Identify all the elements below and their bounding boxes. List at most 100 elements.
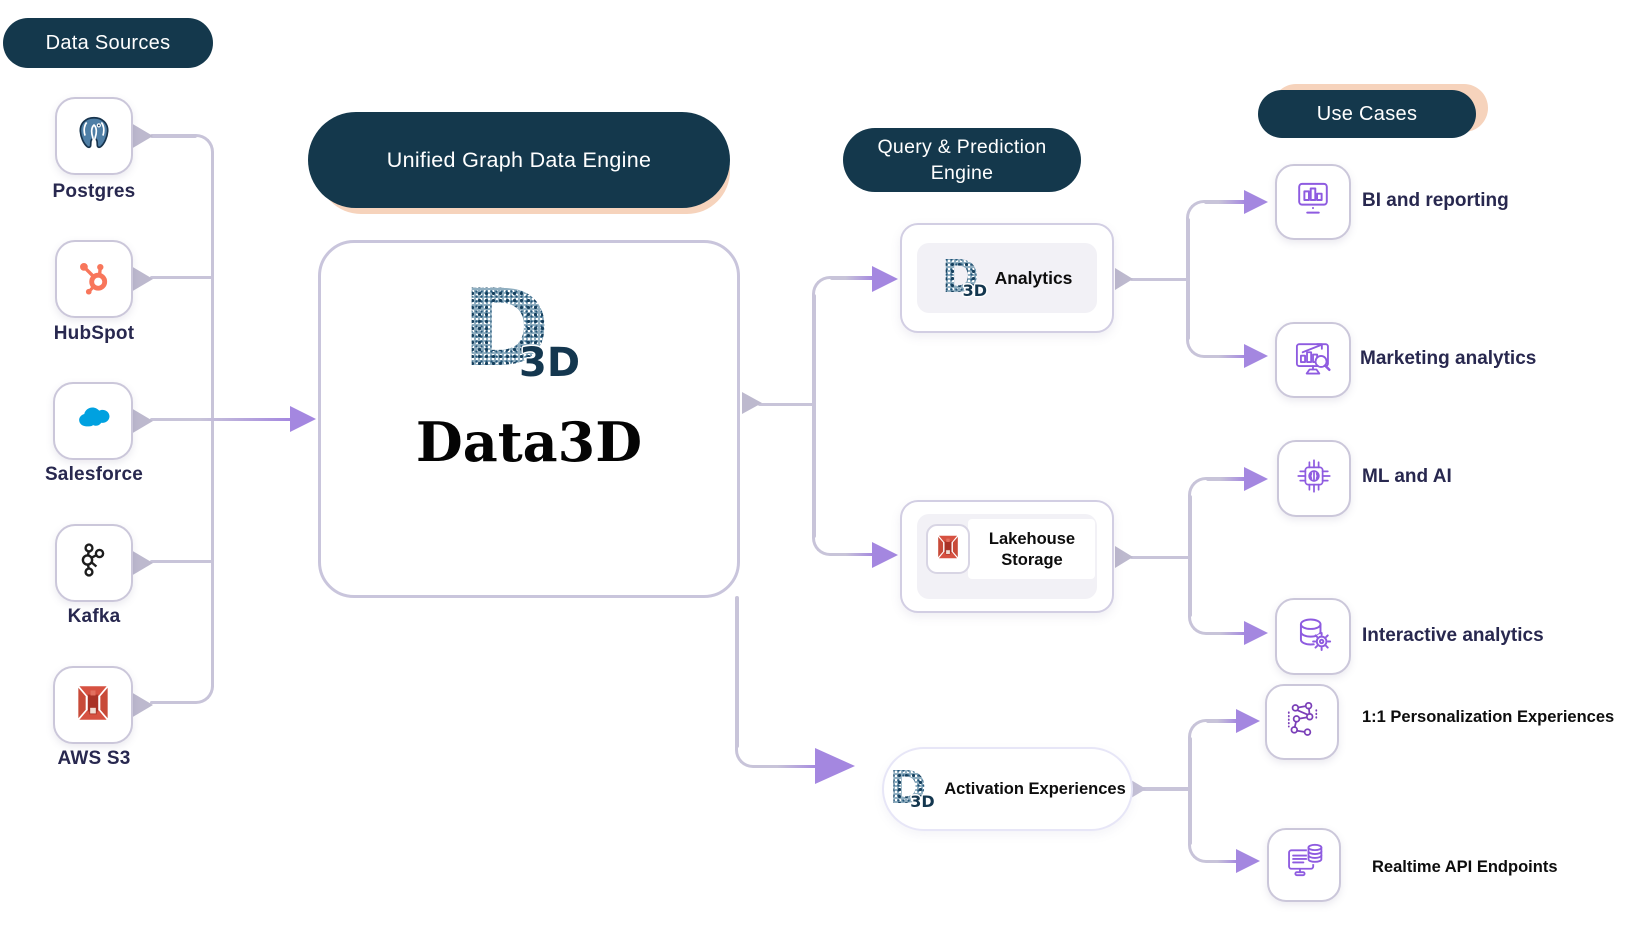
to-personalization-line — [1206, 719, 1238, 723]
to-ml-line — [1206, 477, 1246, 481]
data3d-logo: D 3D — [941, 254, 988, 302]
to-activation-elbow — [735, 746, 757, 768]
use-case-label-bi: BI and reporting — [1362, 190, 1509, 211]
engine-out-triangle — [742, 392, 762, 414]
to-realtime-line — [1206, 859, 1238, 863]
use-case-node-bi — [1275, 164, 1351, 240]
to-ml-arrow — [1244, 466, 1268, 491]
lakehouse-split-bottom-elbow — [1188, 615, 1208, 635]
to-analytics-arrow — [872, 265, 898, 292]
data3d-logo: D 3D — [462, 267, 580, 390]
kafka-connector-triangle — [131, 550, 153, 576]
use-case-label-interactive: Interactive analytics — [1362, 625, 1544, 646]
sources-to-engine-line — [150, 417, 292, 421]
aws-s3-connector-triangle — [131, 692, 153, 718]
aws-s3-line — [150, 700, 197, 704]
salesforce-connector-triangle — [131, 408, 153, 434]
aws-s3-icon — [72, 681, 114, 730]
engine-split-top-elbow — [812, 276, 832, 296]
source-label-hubspot: HubSpot — [53, 323, 135, 344]
to-realtime-arrow — [1236, 849, 1260, 873]
postgres-connector-triangle — [131, 123, 153, 149]
analytics-label: Analytics — [994, 267, 1073, 288]
to-lakehouse-line — [830, 552, 874, 556]
database-gear-icon — [1290, 611, 1336, 662]
analytics-split-bottom-elbow — [1186, 338, 1206, 358]
source-node-salesforce — [53, 382, 133, 460]
source-node-hubspot — [55, 240, 133, 318]
use-case-node-interactive — [1275, 598, 1351, 675]
to-interactive-arrow — [1244, 621, 1268, 645]
to-personalization-arrow — [1236, 708, 1260, 733]
aws-s3-line-elbow — [194, 684, 214, 704]
use-case-label-personalization: 1:1 Personalization Experiences — [1362, 708, 1615, 726]
marketing-chart-icon — [1290, 335, 1336, 386]
query-engine-badge-label: Query & Prediction Engine — [877, 135, 1047, 184]
lakehouse-out-triangle — [1115, 546, 1133, 568]
hubspot-line — [150, 275, 212, 279]
to-activation-vline — [735, 596, 739, 748]
query-engine-badge: Query & Prediction Engine — [843, 128, 1081, 192]
use-case-node-marketing — [1275, 322, 1351, 398]
source-label-postgres: Postgres — [52, 181, 136, 202]
data3d-logo-letter: D — [889, 765, 936, 810]
data3d-logo-letter: D — [462, 267, 550, 390]
to-analytics-line — [830, 276, 874, 280]
query-node-activation: D 3D Activation Experiences — [882, 747, 1133, 831]
use-cases-badge: Use Cases — [1258, 90, 1476, 138]
to-marketing-line — [1204, 354, 1246, 358]
use-case-label-marketing: Marketing analytics — [1360, 348, 1537, 369]
lakehouse-split-line — [1130, 555, 1190, 559]
lakehouse-icon-chip — [926, 524, 970, 574]
hubspot-icon — [73, 256, 115, 303]
postgres-icon — [73, 113, 115, 160]
data3d-logo: D 3D — [889, 765, 936, 813]
use-case-label-realtime: Realtime API Endpoints — [1372, 858, 1558, 876]
engine-split-bottom-elbow — [812, 536, 832, 556]
engine-split-line — [758, 402, 814, 406]
data3d-logo-suffix: 3D — [519, 340, 581, 386]
kafka-line — [150, 559, 212, 563]
use-case-node-ml — [1277, 440, 1351, 517]
use-case-node-realtime — [1267, 828, 1341, 902]
data3d-logo-suffix: 3D — [962, 281, 988, 300]
analytics-inner: D 3D Analytics — [917, 243, 1097, 313]
to-bi-arrow — [1244, 189, 1268, 214]
activation-split-line — [1142, 787, 1190, 791]
monitor-database-icon — [1281, 840, 1327, 891]
engine-split-vline — [812, 294, 816, 538]
use-case-label-ml: ML and AI — [1362, 466, 1452, 487]
source-label-salesforce: Salesforce — [44, 464, 144, 485]
to-activation-line — [755, 764, 819, 768]
activation-label: Activation Experiences — [944, 779, 1126, 798]
postgres-line — [150, 134, 197, 138]
analytics-out-triangle — [1115, 268, 1133, 290]
activation-out-triangle — [1131, 780, 1146, 798]
hubspot-connector-triangle — [131, 266, 153, 292]
chip-brain-icon — [1291, 453, 1337, 504]
analytics-split-vline — [1186, 218, 1190, 340]
activation-split-bottom-elbow — [1188, 843, 1208, 863]
network-graph-icon — [1280, 698, 1324, 747]
lakehouse-split-top-elbow — [1188, 477, 1208, 497]
source-label-aws-s3: AWS S3 — [57, 748, 131, 769]
analytics-split-line — [1130, 277, 1188, 281]
to-lakehouse-arrow — [872, 542, 898, 568]
aws-s3-icon — [934, 532, 962, 567]
salesforce-icon — [70, 398, 116, 445]
lakehouse-split-vline — [1188, 495, 1192, 617]
lakehouse-label: Lakehouse Storage — [988, 530, 1076, 569]
activation-split-vline — [1188, 737, 1192, 845]
to-marketing-arrow — [1244, 344, 1268, 368]
to-bi-line — [1204, 200, 1246, 204]
postgres-line-elbow — [194, 134, 214, 154]
lakehouse-text-band — [968, 519, 1095, 579]
use-case-node-personalization — [1265, 684, 1339, 760]
engine-title: Data3D — [415, 410, 643, 474]
data3d-logo-suffix: 3D — [910, 792, 935, 811]
source-node-aws-s3 — [53, 666, 133, 744]
kafka-icon — [74, 540, 114, 587]
to-interactive-line — [1206, 631, 1246, 635]
analytics-split-top-elbow — [1186, 200, 1206, 220]
to-activation-arrow — [815, 747, 855, 784]
